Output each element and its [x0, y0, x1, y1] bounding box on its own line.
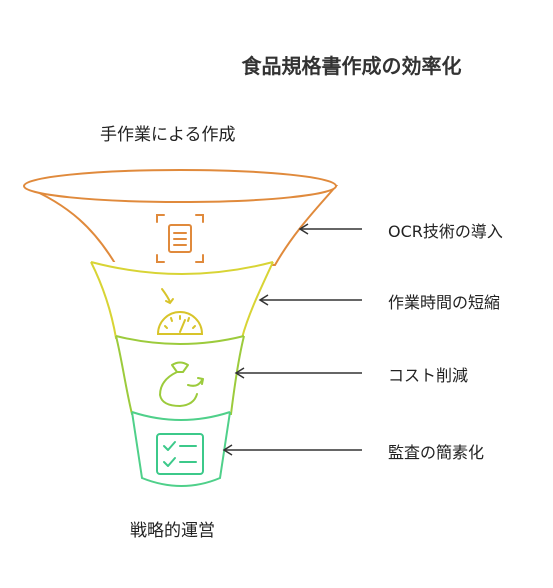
checklist-icon [156, 433, 204, 475]
step-label-audit: 監査の簡素化 [388, 443, 485, 462]
arrow-step-2 [258, 294, 362, 306]
funnel-bottom-label: 戦略的運営 [130, 521, 215, 541]
step-label-ocr: OCR技術の導入 [388, 222, 503, 241]
speedometer-icon [156, 288, 204, 335]
funnel-stage-ocr [23, 169, 339, 266]
funnel-stage-cost [115, 335, 245, 415]
diagram-title: 食品規格書作成の効率化 [241, 54, 462, 78]
funnel-stage-time [90, 261, 274, 339]
arrow-step-4 [222, 444, 362, 456]
document-scan-icon [156, 214, 204, 263]
funnel-top-label: 手作業による作成 [100, 125, 236, 145]
step-label-time: 作業時間の短縮 [388, 293, 501, 312]
money-bag-icon [159, 361, 204, 407]
arrow-step-1 [298, 223, 362, 235]
step-label-cost: コスト削減 [388, 366, 469, 385]
arrow-step-3 [234, 367, 362, 379]
